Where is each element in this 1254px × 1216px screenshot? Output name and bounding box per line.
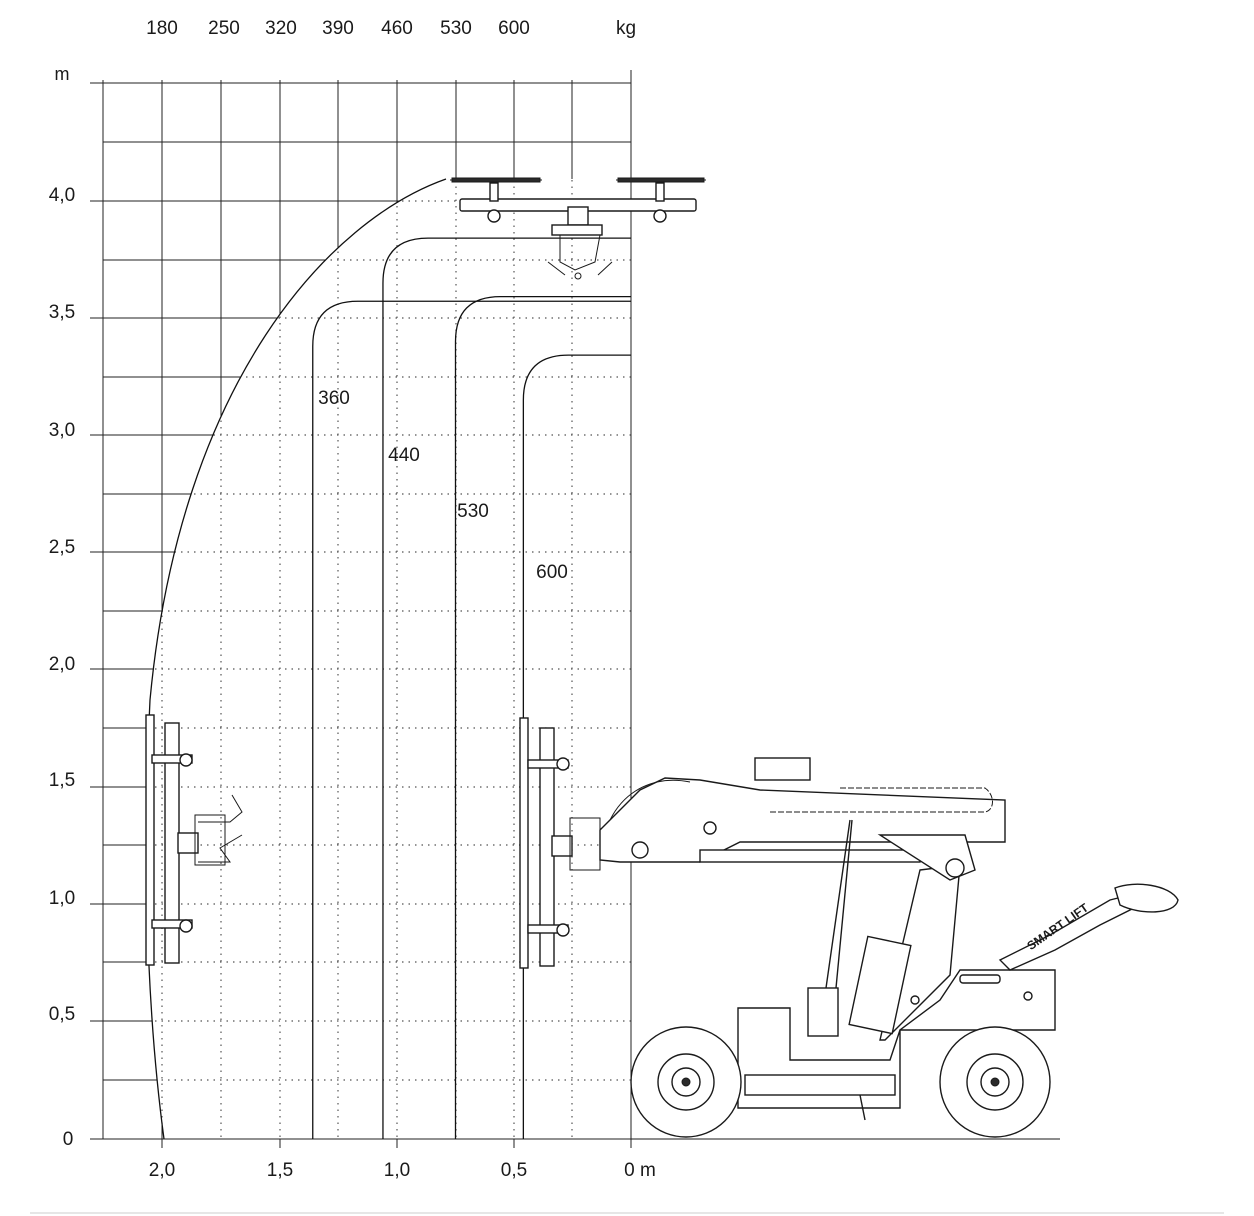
suction-frame-top: [450, 177, 706, 280]
zone-boundary-360: [312, 300, 631, 1139]
suction-frame-right: [519, 717, 601, 969]
load-zone-boundaries: [312, 237, 631, 1139]
grid-solid: [102, 80, 631, 1139]
kg-label-530: 530: [440, 18, 472, 39]
x-label-0-5: 0,5: [501, 1160, 527, 1181]
x-axis-labels: 2,0 1,5 1,0 0,5 0 m: [149, 1160, 656, 1181]
zone-boundary-530: [454, 295, 631, 1139]
kg-label-320: 320: [265, 18, 297, 39]
x-label-1-5: 1,5: [267, 1160, 293, 1181]
grid-dotted: [146, 180, 631, 1139]
y-label-3-0: 3,0: [49, 420, 75, 441]
x-ticks: [161, 1139, 632, 1148]
kg-label-250: 250: [208, 18, 240, 39]
zone-label-360: 360: [318, 388, 350, 409]
suction-frame-left: [145, 714, 243, 966]
top-scale-unit-label: kg: [616, 18, 636, 39]
y-label-1-5: 1,5: [49, 770, 75, 791]
kg-label-460: 460: [381, 18, 413, 39]
zone-boundary-440: [382, 237, 631, 1139]
kg-label-390: 390: [322, 18, 354, 39]
y-label-4-0: 4,0: [49, 185, 75, 206]
y-label-3-5: 3,5: [49, 302, 75, 323]
outer-envelope-curve: [145, 178, 447, 1140]
y-label-0: 0: [63, 1129, 74, 1150]
load-zone-labels: 360 440 530 600: [318, 388, 568, 583]
x-label-0: 0 m: [624, 1160, 656, 1181]
kg-label-600: 600: [498, 18, 530, 39]
top-kg-scale: 180 250 320 390 460 530 600: [146, 18, 530, 39]
zone-boundary-600: [522, 354, 631, 1139]
y-label-2-0: 2,0: [49, 654, 75, 675]
zone-label-530: 530: [457, 501, 489, 522]
y-label-2-5: 2,5: [49, 537, 75, 558]
kg-label-180: 180: [146, 18, 178, 39]
y-ticks: [90, 82, 103, 1022]
y-label-0-5: 0,5: [49, 1004, 75, 1025]
zone-label-600: 600: [536, 562, 568, 583]
y-axis-labels: 0 0,5 1,0 1,5 2,0 2,5 3,0 3,5 4,0: [49, 185, 75, 1150]
zone-label-440: 440: [388, 445, 420, 466]
y-axis-unit-label: m: [55, 64, 70, 84]
x-label-2-0: 2,0: [149, 1160, 175, 1181]
x-label-1-0: 1,0: [384, 1160, 410, 1181]
smart-lift-machine: SMART LIFT: [599, 757, 1179, 1140]
y-label-1-0: 1,0: [49, 888, 75, 909]
